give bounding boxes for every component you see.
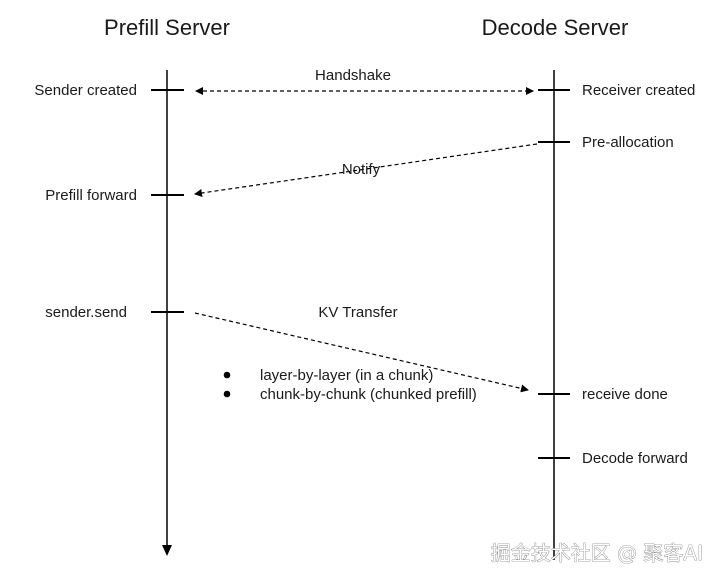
notify-arrow <box>194 143 538 197</box>
bullet-layer-by-layer: layer-by-layer (in a chunk) <box>260 367 433 384</box>
prefill-server-header: Prefill Server <box>104 15 230 40</box>
bullet-dot <box>223 390 231 398</box>
prefill-forward-label: Prefill forward <box>45 187 137 204</box>
receive-done-label: receive done <box>582 386 668 403</box>
kv-transfer-label: KV Transfer <box>318 304 397 321</box>
notify-label: Notify <box>342 161 381 178</box>
sender-send-label: sender.send <box>45 304 127 321</box>
sender-created-label: Sender created <box>34 82 137 99</box>
pre-allocation-label: Pre-allocation <box>582 134 674 151</box>
bullet-dot <box>223 371 231 379</box>
prefill-lifeline-arrowhead <box>162 545 172 556</box>
decode-server-header: Decode Server <box>482 15 629 40</box>
bullet-chunk-by-chunk: chunk-by-chunk (chunked prefill) <box>260 386 477 403</box>
handshake-label: Handshake <box>315 67 391 84</box>
decode-forward-label: Decode forward <box>582 450 688 467</box>
watermark: 掘金技术社区 @ 聚客AI <box>491 541 703 565</box>
kv-transfer-arrow <box>194 312 529 393</box>
receiver-created-label: Receiver created <box>582 82 695 99</box>
